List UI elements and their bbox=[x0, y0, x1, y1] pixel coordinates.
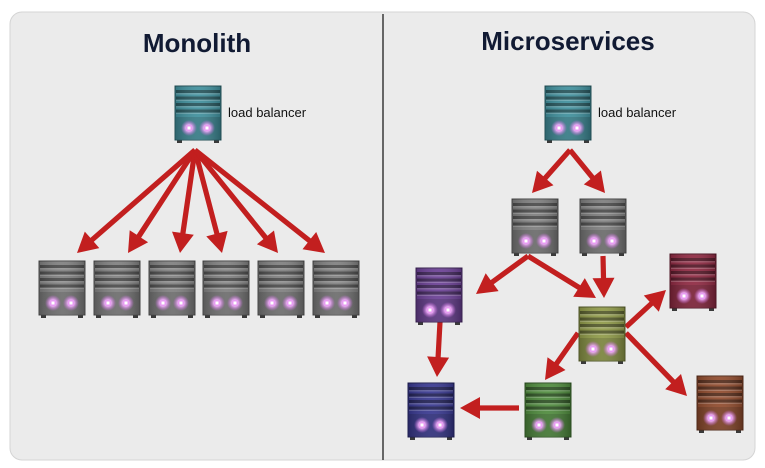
olive-to-green-arrow-icon bbox=[545, 331, 581, 380]
green-service-icon bbox=[524, 382, 572, 440]
monolith-server-icon-4 bbox=[202, 260, 250, 318]
lb-to-gateway-b-arrow-icon bbox=[568, 148, 605, 193]
monolith-load-balancer-icon bbox=[174, 85, 222, 143]
monolith-arrow-icon-3 bbox=[172, 149, 198, 253]
monolith-arrow-icon-6 bbox=[193, 148, 325, 253]
purple-to-indigo-arrow-icon bbox=[427, 321, 450, 377]
gateway-b-to-olive-arrow-icon bbox=[592, 255, 615, 298]
olive-to-crimson-arrow-icon bbox=[624, 290, 666, 329]
monolith-arrow-icon-4 bbox=[192, 149, 228, 253]
monolith-arrow-icon-1 bbox=[77, 148, 197, 253]
purple-service-icon bbox=[415, 267, 463, 325]
rust-service-icon bbox=[696, 375, 744, 433]
lb-to-gateway-a-arrow-icon bbox=[532, 148, 572, 193]
crimson-service-icon bbox=[669, 253, 717, 311]
gateway-a-to-olive-arrow-icon bbox=[526, 253, 596, 298]
monolith-title: Monolith bbox=[143, 28, 251, 58]
monolith-server-icon-3 bbox=[148, 260, 196, 318]
monolith-server-icon-6 bbox=[312, 260, 360, 318]
olive-service-icon bbox=[578, 306, 626, 364]
microservices-load-balancer-icon bbox=[544, 85, 592, 143]
olive-to-rust-arrow-icon bbox=[624, 331, 687, 396]
monolith-arrow-icon-2 bbox=[128, 148, 198, 253]
microservices-load-balancer-label: load balancer bbox=[598, 105, 677, 120]
gateway-a-to-purple-arrow-icon bbox=[476, 253, 530, 294]
indigo-service-icon bbox=[407, 382, 455, 440]
gateway-a-server-icon bbox=[511, 198, 559, 256]
monolith-server-icon-1 bbox=[38, 260, 86, 318]
servers-layer bbox=[38, 85, 744, 440]
arrows-layer bbox=[77, 148, 687, 419]
monolith-load-balancer-label: load balancer bbox=[228, 105, 307, 120]
monolith-server-icon-2 bbox=[93, 260, 141, 318]
green-to-indigo-arrow-icon bbox=[460, 397, 519, 419]
microservices-title: Microservices bbox=[481, 26, 654, 56]
monolith-server-icon-5 bbox=[257, 260, 305, 318]
gateway-b-server-icon bbox=[579, 198, 627, 256]
monolith-arrow-icon-5 bbox=[193, 148, 278, 253]
